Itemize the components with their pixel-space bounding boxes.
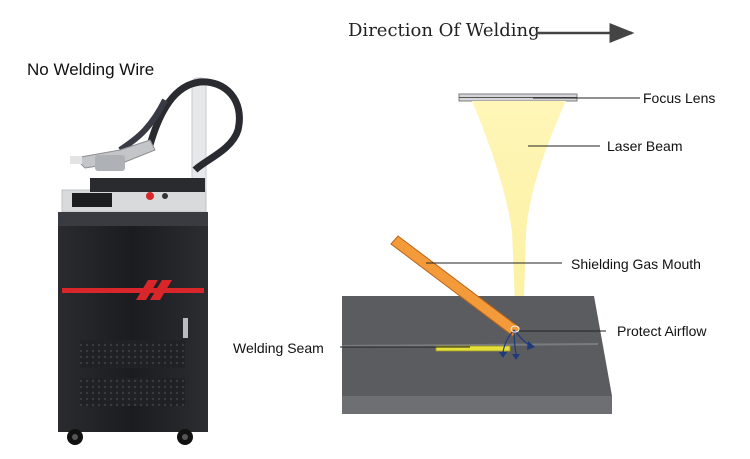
workpiece-front (342, 396, 612, 414)
welding-seam-label: Welding Seam (233, 340, 324, 356)
direction-of-welding-title: Direction Of Welding (348, 20, 540, 41)
laser-beam (472, 101, 566, 328)
no-welding-wire-label: No Welding Wire (27, 60, 155, 79)
protect-airflow-label: Protect Airflow (617, 323, 707, 339)
shielding-gas-mouth-label: Shielding Gas Mouth (571, 256, 701, 272)
shielding-gas-nozzle (390, 235, 521, 337)
welding-seam (435, 345, 511, 352)
laser-beam-label: Laser Beam (607, 138, 683, 154)
welding-machine (58, 77, 243, 445)
focus-lens-label: Focus Lens (643, 90, 716, 106)
